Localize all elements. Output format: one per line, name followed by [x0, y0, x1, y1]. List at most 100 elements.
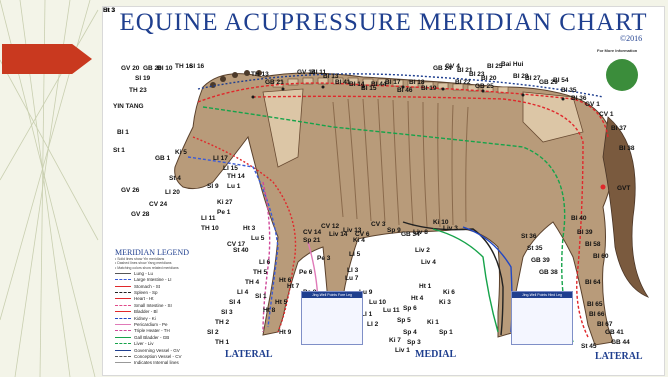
legend-swatch	[115, 330, 131, 331]
legend-label: Bladder - Bl	[134, 309, 158, 314]
meridian-chart-poster: Equine Acupressure Meridian Chart ©2016 …	[102, 6, 665, 376]
acupoint-label: SI 16	[189, 63, 204, 70]
acupoint-label: CV 3	[371, 221, 385, 228]
view-label-lateral-right: LATERAL	[595, 351, 643, 362]
acupoint-label: Lu 1	[227, 183, 240, 190]
acupoint-label: GB 38	[539, 269, 558, 276]
acupoint-label: YIN TANG	[113, 103, 144, 110]
acupoint-label: GB 21	[265, 79, 284, 86]
acupoint-label: BI 37	[611, 125, 627, 132]
acupoint-label: Sp 5	[397, 317, 411, 324]
acupoint-label: CV 12	[321, 223, 339, 230]
acupoint-label: BI 65	[587, 301, 603, 308]
acupoint-label: SI 4	[229, 299, 241, 306]
hind-leg-detail-panel: Jing-Well Points Hind Leg	[511, 291, 573, 345]
acupoint-label: Ki 5	[175, 149, 187, 156]
acupoint-label: BI 46	[397, 87, 413, 94]
meridian-legend: MERIDIAN LEGEND • Solid lines show Yin m…	[115, 248, 219, 366]
acupoint-label: SI 19	[135, 75, 150, 82]
acupoint-label: BI 64	[585, 279, 601, 286]
acupoint-label: SI 9	[207, 183, 219, 190]
legend-label: Pericardium - Pe	[134, 322, 168, 327]
legend-swatch	[115, 279, 131, 280]
legend-label: Governing Vessel - GV	[134, 348, 180, 353]
acupoint-label: LI 15	[223, 165, 238, 172]
acupoint-label: TH 14	[227, 173, 245, 180]
acupoint-label: BI 66	[589, 311, 605, 318]
legend-label: Heart - Ht	[134, 296, 154, 301]
legend-swatch	[115, 343, 131, 344]
acupoint-label: Pe 6	[299, 269, 312, 276]
acupoint-label: GB 25	[475, 83, 494, 90]
acupoint-label: BI 20	[481, 75, 497, 82]
fore-leg-panel-title: Jing-Well Points Fore Leg	[302, 292, 362, 298]
acupoint-label: GV 1	[585, 101, 600, 108]
legend-swatch	[115, 305, 131, 306]
acupoint-label: GVT	[617, 185, 630, 192]
acupoint-label: Ki 7	[389, 337, 401, 344]
acupoint-label: BI 58	[585, 241, 601, 248]
acupoint-label: Ki 1	[427, 319, 439, 326]
publisher-logo	[606, 59, 638, 91]
acupoint-label: Sp 9	[387, 227, 401, 234]
acupoint-label: CV 14	[303, 229, 321, 236]
acupoint-label: LI 2	[367, 321, 378, 328]
acupoint-label: GB 44	[611, 339, 630, 346]
legend-swatch	[115, 298, 131, 299]
acupoint-label: Ki 6	[443, 289, 455, 296]
acupoint-label: St 3	[103, 7, 115, 14]
acupoint-label: Pe 1	[217, 209, 230, 216]
acupoint-label: Liv 1	[395, 347, 410, 354]
acupoint-label: BI 17	[385, 79, 401, 86]
acupoint-label: St 1	[113, 147, 125, 154]
legend-item: Indicates Internal lines	[115, 360, 219, 366]
acupoint-label: Sp 6	[403, 305, 417, 312]
acupoint-label: LI 11	[201, 215, 215, 222]
legend-swatch	[115, 318, 131, 319]
legend-label: Triple Heater - TH	[134, 328, 170, 333]
acupoint-label: Sp 1	[439, 329, 453, 336]
acupoint-label: LI 3	[347, 267, 358, 274]
acupoint-label: BI 1	[117, 129, 129, 136]
acupoint-label: Ht 1	[419, 283, 431, 290]
legend-swatch	[115, 362, 131, 363]
legend-items: Lung - LuLarge Intestine - LIStomach - S…	[115, 270, 219, 366]
acupoint-label: Sp 4	[403, 329, 417, 336]
legend-swatch	[115, 324, 131, 325]
acupoint-label: St 36	[521, 233, 537, 240]
legend-swatch	[115, 311, 131, 312]
acupoint-label: CV 1	[599, 111, 613, 118]
hind-leg-panel-title: Jing-Well Points Hind Leg	[512, 292, 572, 298]
acupoint-label: BI 60	[593, 253, 609, 260]
acupoint-label: BI 39	[577, 229, 593, 236]
legend-label: Stomach - St	[134, 284, 160, 289]
acupoint-label: Ki 27	[217, 199, 233, 206]
acupoint-label: Ht 8	[263, 307, 275, 314]
acupoint-label: TH 5	[253, 269, 267, 276]
acupoint-label: Ki 3	[439, 299, 451, 306]
legend-label: Lung - Lu	[134, 271, 153, 276]
legend-swatch	[115, 286, 131, 287]
acupoint-label: BI 22	[455, 79, 471, 86]
acupoint-label: Liv 4	[421, 259, 436, 266]
acupoint-label: St 4	[169, 175, 181, 182]
acupoint-label: BI 35	[561, 87, 577, 94]
acupoint-label: Liv 3	[443, 225, 458, 232]
legend-swatch	[115, 292, 131, 293]
acupoint-label: BI 67	[597, 321, 613, 328]
acupoint-label: GB 1	[155, 155, 170, 162]
acupoint-label: SI 1	[255, 293, 267, 300]
view-label-lateral-left: LATERAL	[225, 349, 273, 360]
acupoint-label: GB 39	[531, 257, 550, 264]
legend-label: Small Intestine - SI	[134, 303, 172, 308]
legend-label: Conception Vessel - CV	[134, 354, 182, 359]
view-label-medial: MEDIAL	[415, 349, 456, 360]
acupoint-label: TH 23	[129, 87, 147, 94]
legend-swatch	[115, 356, 131, 357]
acupoint-label: Sp 3	[407, 339, 421, 346]
publisher-info: For More Information	[597, 48, 637, 53]
acupoint-label: Liv 8	[413, 229, 428, 236]
legend-label: Gall Bladder - GB	[134, 335, 169, 340]
acupoint-label: LI 5	[349, 251, 360, 258]
acupoint-label: CV 24	[149, 201, 167, 208]
